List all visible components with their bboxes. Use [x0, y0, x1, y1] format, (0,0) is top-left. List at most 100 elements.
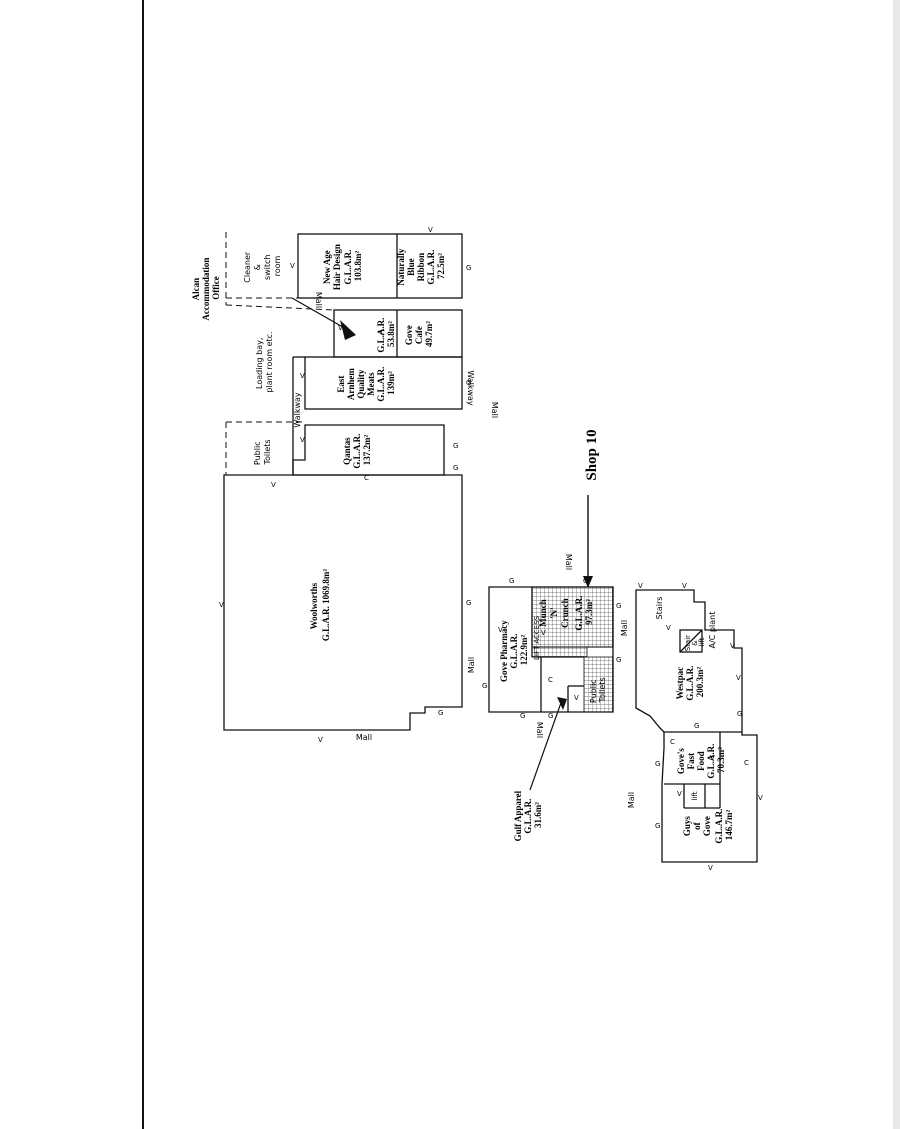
- munch-5: 97.3m²: [584, 599, 594, 625]
- marker-v: V: [574, 694, 579, 702]
- unit-53-1: G.L.A.R.: [376, 318, 386, 353]
- svg-text:Cleaner & switch r: Cleaner & switch room: [243, 249, 282, 282]
- marker-g: G: [509, 577, 514, 585]
- marker-g: G: [453, 464, 458, 472]
- svg-text:Gove Cafe 49.7m²: Gove Cafe 49.7m²: [404, 321, 434, 347]
- stairs-label: Stairs: [655, 597, 664, 620]
- qantas-3: 137.2m²: [362, 434, 372, 465]
- gove-pharmacy-1: Gove Pharmacy: [499, 620, 509, 682]
- munch-4: G.L.A.R.: [574, 596, 584, 631]
- marker-g: G: [466, 379, 471, 387]
- naturally-5: 72.5m²: [436, 253, 446, 279]
- page-left-margin-line: [142, 0, 144, 1129]
- guys-3: Gove: [702, 816, 712, 836]
- gulf-apparel-2: G.L.A.R.: [523, 799, 533, 834]
- svg-text:Stair & lift: Stair & lift: [684, 633, 706, 652]
- cleaner-line-4: room: [273, 255, 282, 276]
- public-toilets-mid-2: Toilets: [598, 677, 607, 703]
- marker-v: V: [290, 262, 295, 270]
- guys-2: of: [692, 821, 702, 830]
- marker-g: G: [520, 712, 525, 720]
- alcan-arrow-head: [340, 320, 356, 340]
- munch-3: Crunch: [560, 598, 570, 628]
- marker-v: V: [682, 582, 687, 590]
- marker-v: V: [758, 794, 763, 802]
- marker-c: C: [670, 738, 675, 746]
- woolworths-1: Woolworths: [309, 582, 319, 629]
- svg-text:Public Toilets: Public Toilets: [589, 677, 607, 704]
- walkway-label-left: Walkway: [293, 392, 302, 428]
- stair-lift-1: Stair: [684, 635, 692, 651]
- marker-v: V: [677, 790, 682, 798]
- page-edge-shadow: [893, 0, 900, 1129]
- middle-block-walls: [488, 586, 614, 713]
- markers: V V V G G G G G G C C V V V V V G V G G …: [219, 226, 763, 872]
- marker-g: G: [466, 599, 471, 607]
- westpac-2: G.L.A.R.: [685, 666, 695, 701]
- marker-v: V: [736, 674, 741, 682]
- gove-pharmacy-3: 122.9m²: [519, 634, 529, 665]
- goves-fast-5: 70.3m²: [716, 747, 726, 773]
- naturally-4: G.L.A.R.: [426, 250, 436, 285]
- dashed-boundaries: [225, 232, 335, 475]
- marker-v: V: [666, 624, 671, 632]
- munch-1: Munch: [538, 599, 548, 627]
- svg-text:Guys of Gove G.L.A: Guys of Gove G.L.A.R. 146.7m²: [682, 806, 734, 843]
- svg-text:Gulf Apparel G.L.A.R.: Gulf Apparel G.L.A.R. 31.6m²: [513, 789, 543, 842]
- loading-line-2: plant room etc.: [265, 331, 274, 392]
- bottom-block-outline: [635, 589, 758, 863]
- public-toilets-hatched: [583, 656, 614, 713]
- lift-access-label: LIFT ACCESS: [533, 615, 541, 660]
- svg-text:East Arnhem Quality: East Arnhem Quality Meats G.L.A.R. 139m²: [336, 364, 396, 401]
- marker-g: G: [616, 656, 621, 664]
- goves-fast-1: Gove's: [676, 748, 686, 774]
- public-toilets-top-2: Toilets: [263, 439, 272, 465]
- cleaner-line-1: Cleaner: [243, 251, 252, 283]
- gulf-arrow-line: [529, 699, 563, 791]
- marker-g: G: [583, 577, 588, 585]
- gove-pharmacy-2: G.L.A.R.: [509, 634, 519, 669]
- svg-text:Westpac G.L.A.R. 200.3: Westpac G.L.A.R. 200.3m²: [675, 663, 705, 700]
- mall-label-top: Mall: [314, 292, 323, 308]
- guys-4: G.L.A.R.: [714, 809, 724, 844]
- stair-lift-2: &: [691, 640, 699, 646]
- mall-label-mid-left: Mall: [467, 657, 476, 673]
- svg-text:G.L.A.R. 53.8m²: G.L.A.R. 53.8m²: [376, 315, 396, 352]
- goves-fast-3: Food: [696, 751, 706, 771]
- marker-g: G: [453, 442, 458, 450]
- marker-v: V: [318, 736, 323, 744]
- new-age-1: New Age: [322, 250, 332, 284]
- mall-label-mid-top: Mall: [564, 554, 573, 570]
- westpac-1: Westpac: [675, 667, 685, 700]
- marker-v: V: [498, 626, 503, 634]
- new-age-3: G.L.A.R.: [343, 250, 353, 285]
- svg-text:Munch 'N' Crunch G: Munch 'N' Crunch G.L.A.R. 97.3m²: [538, 593, 594, 630]
- goves-fast-2: Fast: [686, 753, 696, 770]
- marker-v: V: [338, 324, 343, 332]
- marker-g: G: [655, 822, 660, 830]
- bottom-block-walls: [635, 589, 758, 863]
- cleaner-line-2: &: [253, 264, 262, 270]
- ac-plant-label: A/C plant: [708, 612, 717, 649]
- naturally-1: Naturally: [396, 248, 406, 285]
- marker-v: V: [541, 629, 546, 637]
- unit-53-2: 53.8m²: [386, 321, 396, 347]
- east-arnhem-2: Arnhem: [346, 368, 356, 400]
- public-toilets-top-1: Public: [253, 441, 262, 465]
- walkway-label-right: Walkway: [466, 370, 475, 406]
- mall-label-top-right: Mall: [490, 402, 499, 418]
- loading-line-1: Loading bay,: [255, 338, 264, 389]
- marker-v: V: [710, 754, 715, 762]
- new-age-outline: [297, 233, 463, 299]
- gulf-arrow-head: [557, 697, 567, 710]
- qantas-2: G.L.A.R.: [352, 434, 362, 469]
- marker-g: G: [438, 709, 443, 717]
- east-arnhem-3: Quality: [356, 369, 366, 399]
- woolworths-2: G.L.A.R. 1069.8m²: [321, 569, 331, 641]
- marker-c: C: [364, 474, 369, 482]
- marker-g: G: [482, 682, 487, 690]
- shop10-label: Shop 10: [584, 429, 600, 480]
- marker-v: V: [428, 226, 433, 234]
- goves-fast-4: G.L.A.R.: [706, 744, 716, 779]
